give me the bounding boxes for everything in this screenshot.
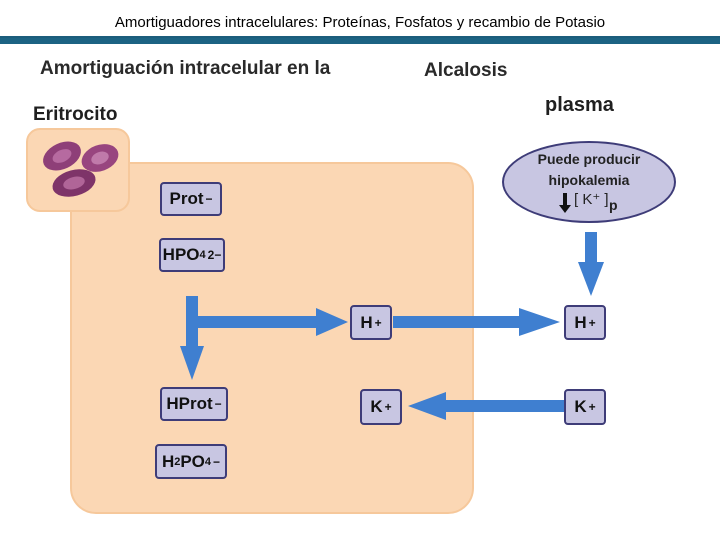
h2po4-pre: H [162,452,174,472]
k-cell-base: K [370,397,382,417]
buffer-arrow-head [180,346,204,380]
h-arrow-left-head [316,308,348,336]
h-arrow-left-shaft [198,316,318,328]
h-cell-base: H [360,313,372,333]
h-ion-cell-box: H+ [350,305,392,340]
h2po4-sub2: 4 [205,456,211,468]
plasma-note-text: Puede producir hipokalemia [510,149,668,191]
plasma-down-arrow-shaft [585,232,597,264]
prot-anion-box: Prot− [160,182,222,216]
plasma-down-arrow-head [578,262,604,296]
k-arrow-shaft [443,400,565,412]
hprot-base: HProt [166,394,212,414]
prot-charge: − [205,192,212,206]
h-ion-plasma-box: H+ [564,305,606,340]
buffer-arrow-shaft [186,296,198,348]
hprot-box: HProt− [160,387,228,421]
h-plasma-base: H [574,313,586,333]
plasma-note-line1: Puede producir [510,149,668,170]
plasma-note-line2: hipokalemia [510,170,668,191]
plasma-note-potassium: [ K⁺ ] [574,190,609,208]
k-plasma-charge: + [589,400,596,414]
hpo4-charge: 2− [208,248,222,262]
plasma-note-subscript: p [609,197,618,213]
plasma-label: plasma [545,94,614,117]
erythrocyte-label: Eritrocito [33,104,117,126]
h-plasma-charge: + [589,316,596,330]
k-arrow-head [408,392,446,420]
h-arrow-right-shaft [393,316,521,328]
hprot-charge: − [215,397,222,411]
hpo4-subscript: 4 [200,249,206,261]
k-ion-cell-box: K+ [360,389,402,425]
h-arrow-right-head [519,308,560,336]
h-cell-charge: + [375,316,382,330]
k-plasma-base: K [574,397,586,417]
prot-base: Prot [169,189,203,209]
k-cell-charge: + [385,400,392,414]
h2po4-mid: PO [180,452,205,472]
hpo4-base: HPO [163,245,200,265]
h2po4-charge: − [213,455,220,469]
red-blood-cells-icon [38,136,122,201]
k-ion-plasma-box: K+ [564,389,606,425]
